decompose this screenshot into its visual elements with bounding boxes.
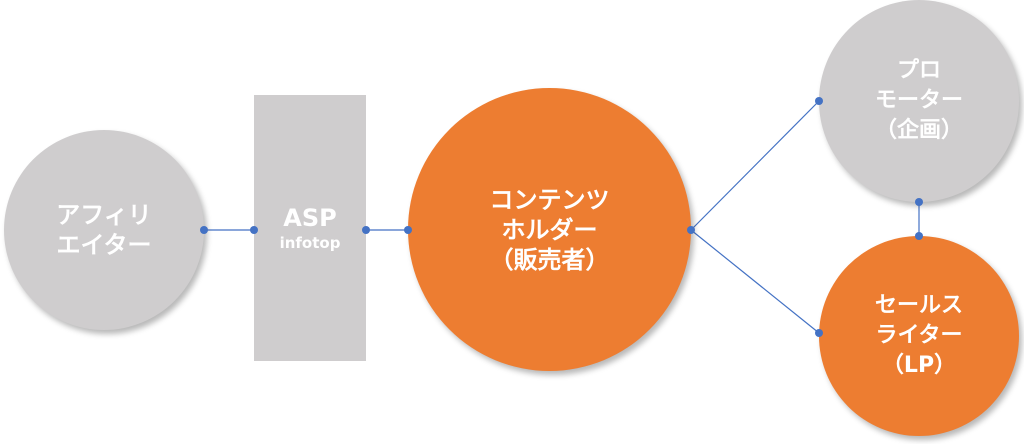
node-affiliator: アフィリ エイター bbox=[4, 130, 204, 330]
node-sales-writer-line-3: （LP） bbox=[881, 353, 957, 378]
dot-content-holder-right bbox=[687, 226, 695, 234]
node-asp: ASP infotop bbox=[254, 95, 366, 361]
node-affiliator-line-1: アフィリ bbox=[56, 201, 152, 229]
link-content-holder-promoter bbox=[690, 100, 820, 231]
node-sales-writer: セールス ライター （LP） bbox=[819, 236, 1019, 436]
node-asp-subtitle: infotop bbox=[279, 234, 341, 252]
node-promoter: プロ モーター （企画） bbox=[819, 0, 1019, 202]
node-sales-writer-line-2: ライター bbox=[875, 323, 963, 348]
node-content-holder: コンテンツ ホルダー （販売者） bbox=[408, 88, 691, 371]
dot-asp-right bbox=[362, 226, 370, 234]
dot-asp-left bbox=[250, 226, 258, 234]
node-promoter-line-1: プロ bbox=[896, 58, 941, 83]
dot-content-holder-left bbox=[404, 226, 412, 234]
node-asp-title: ASP bbox=[283, 204, 337, 232]
node-content-holder-line-1: コンテンツ bbox=[489, 185, 610, 214]
dot-sales-writer-top bbox=[915, 232, 923, 240]
node-content-holder-line-3: （販売者） bbox=[489, 245, 610, 274]
node-sales-writer-line-1: セールス bbox=[874, 293, 963, 318]
dot-sales-writer-left bbox=[815, 329, 823, 337]
dot-promoter-left bbox=[815, 97, 823, 105]
node-affiliator-line-2: エイター bbox=[56, 231, 152, 259]
node-content-holder-line-2: ホルダー bbox=[501, 215, 598, 244]
dot-affiliator-right bbox=[200, 226, 208, 234]
dot-promoter-bottom bbox=[915, 198, 923, 206]
node-promoter-line-2: モーター bbox=[874, 88, 963, 113]
node-promoter-line-3: （企画） bbox=[874, 118, 963, 143]
link-content-holder-sales-writer bbox=[690, 229, 820, 334]
